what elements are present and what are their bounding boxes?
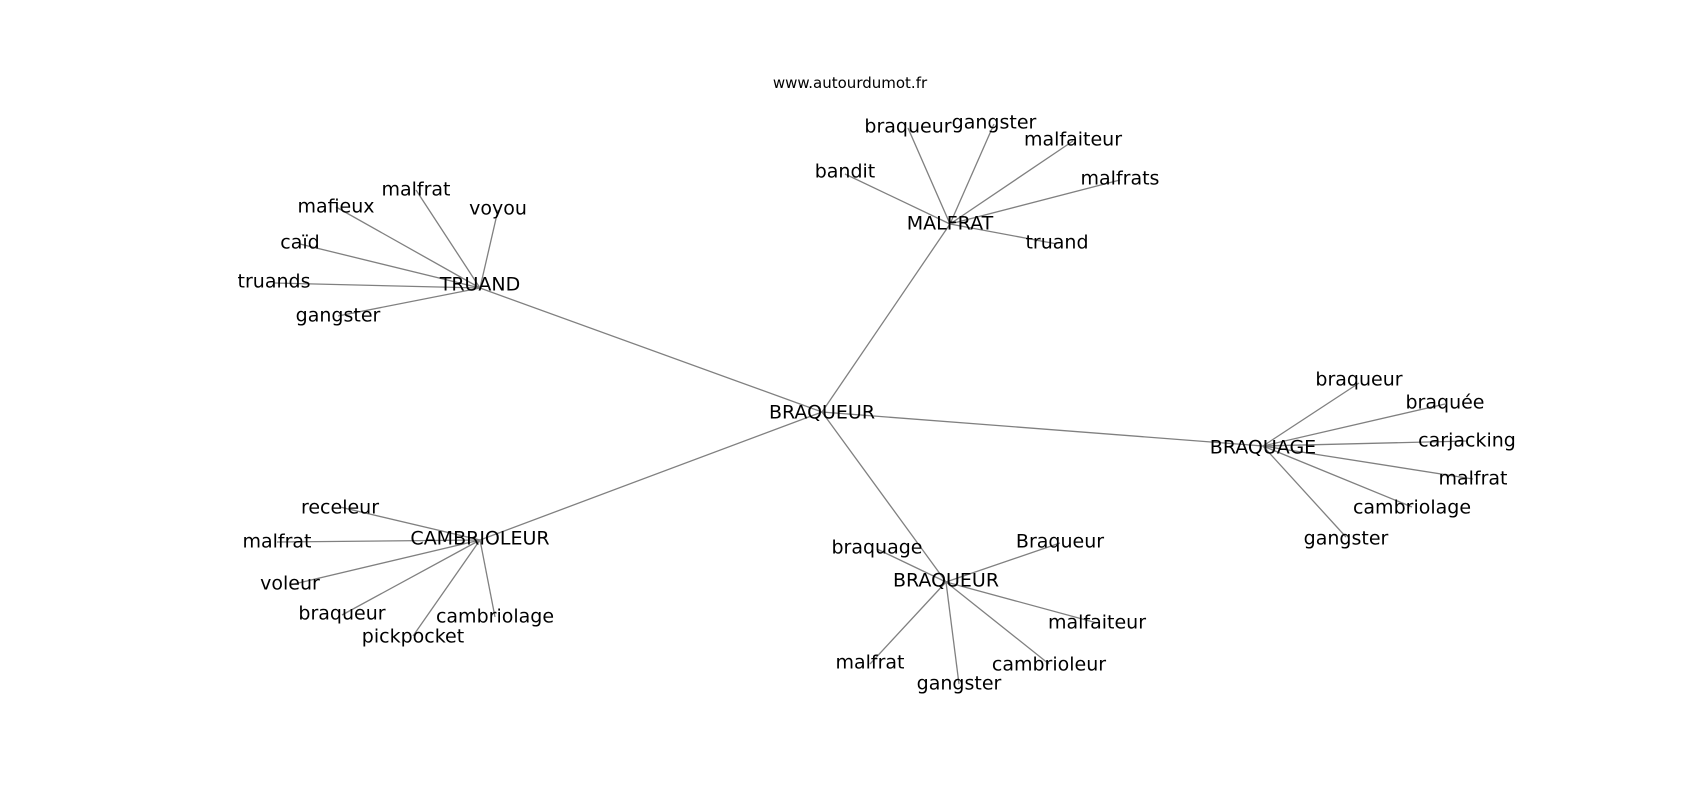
word-node: braqueur [298, 603, 385, 625]
word-node: malfrat [835, 652, 904, 674]
center-node: BRAQUEUR [769, 402, 875, 424]
edge-hub-to-word [945, 581, 1098, 624]
word-node: pickpocket [362, 626, 464, 648]
word-node: malfaiteur [1024, 129, 1122, 151]
edge-hub-to-word [412, 539, 481, 637]
edge-hub-to-word [299, 243, 481, 289]
word-node: truand [1025, 232, 1088, 254]
edge-hub-to-word [479, 209, 499, 289]
edge-hub-to-word [479, 539, 496, 618]
word-node: Braqueur [1016, 531, 1104, 553]
word-node: receleur [301, 497, 379, 519]
graph-edges [273, 123, 1474, 685]
word-node: braqueur [1315, 369, 1402, 391]
edge-hub-to-word [289, 539, 481, 586]
hub-node: BRAQUEUR [893, 570, 999, 592]
edge-center-to-hub [821, 411, 1264, 447]
edge-hub-to-word [1262, 440, 1468, 447]
word-node: gangster [917, 673, 1002, 695]
hub-node: BRAQUAGE [1210, 437, 1316, 459]
word-node: gangster [1304, 528, 1389, 550]
edge-hub-to-word [337, 287, 481, 317]
edge-center-to-hub [821, 411, 947, 583]
word-node: malfaiteur [1048, 612, 1146, 634]
edge-hub-to-word [335, 206, 481, 289]
word-node: malfrat [381, 179, 450, 201]
word-node: cambrioleur [992, 654, 1106, 676]
hub-node: CAMBRIOLEUR [410, 528, 549, 550]
edge-hub-to-word [339, 506, 481, 541]
word-node: malfrats [1081, 168, 1160, 190]
edge-hub-to-word [949, 123, 995, 225]
word-node: braquée [1406, 392, 1485, 414]
word-node: malfrat [242, 531, 311, 553]
hub-node: TRUAND [439, 274, 521, 296]
word-node: voyou [469, 198, 527, 220]
word-node: cambriolage [436, 606, 554, 628]
edge-hub-to-word [276, 539, 481, 543]
edge-hub-to-word [1262, 445, 1413, 508]
word-node: carjacking [1418, 430, 1516, 452]
word-node: braquage [831, 537, 922, 559]
word-node: voleur [260, 573, 320, 595]
word-node: caïd [280, 232, 319, 254]
word-node: braqueur [864, 116, 951, 138]
edge-hub-to-word [341, 539, 481, 616]
edge-hub-to-word [876, 548, 947, 583]
source-label: www.autourdumot.fr [773, 74, 928, 92]
edge-center-to-hub [479, 287, 823, 413]
edge-hub-to-word [1262, 445, 1474, 480]
edge-hub-to-word [273, 282, 481, 289]
word-node: malfrat [1438, 468, 1507, 490]
word-node: gangster [296, 305, 381, 327]
edge-hub-to-word [415, 189, 481, 289]
edge-center-to-hub [821, 223, 951, 413]
word-node: truands [238, 271, 311, 293]
word-node: cambriolage [1353, 497, 1471, 519]
edge-hub-to-word [1262, 382, 1360, 447]
word-node: bandit [815, 161, 876, 183]
edge-hub-to-word [949, 140, 1074, 225]
edge-hub-to-word [949, 179, 1121, 225]
edge-hub-to-word [869, 581, 947, 665]
graph-labels: BRAQUEUR TRUAND malfrat voyou mafieux caïd tru… [238, 112, 1516, 695]
edge-hub-to-word [949, 223, 1058, 245]
edge-center-to-hub [479, 411, 823, 541]
edge-hub-to-word [844, 173, 951, 225]
edge-hub-to-word [907, 127, 951, 225]
hub-node: MALFRAT [907, 213, 994, 235]
word-node: mafieux [297, 196, 374, 218]
word-node: gangster [952, 112, 1037, 134]
edge-hub-to-word [1262, 445, 1347, 538]
edge-hub-to-word [945, 542, 1061, 583]
edge-hub-to-word [945, 581, 1050, 665]
edge-hub-to-word [945, 581, 960, 685]
edge-hub-to-word [1262, 403, 1446, 447]
